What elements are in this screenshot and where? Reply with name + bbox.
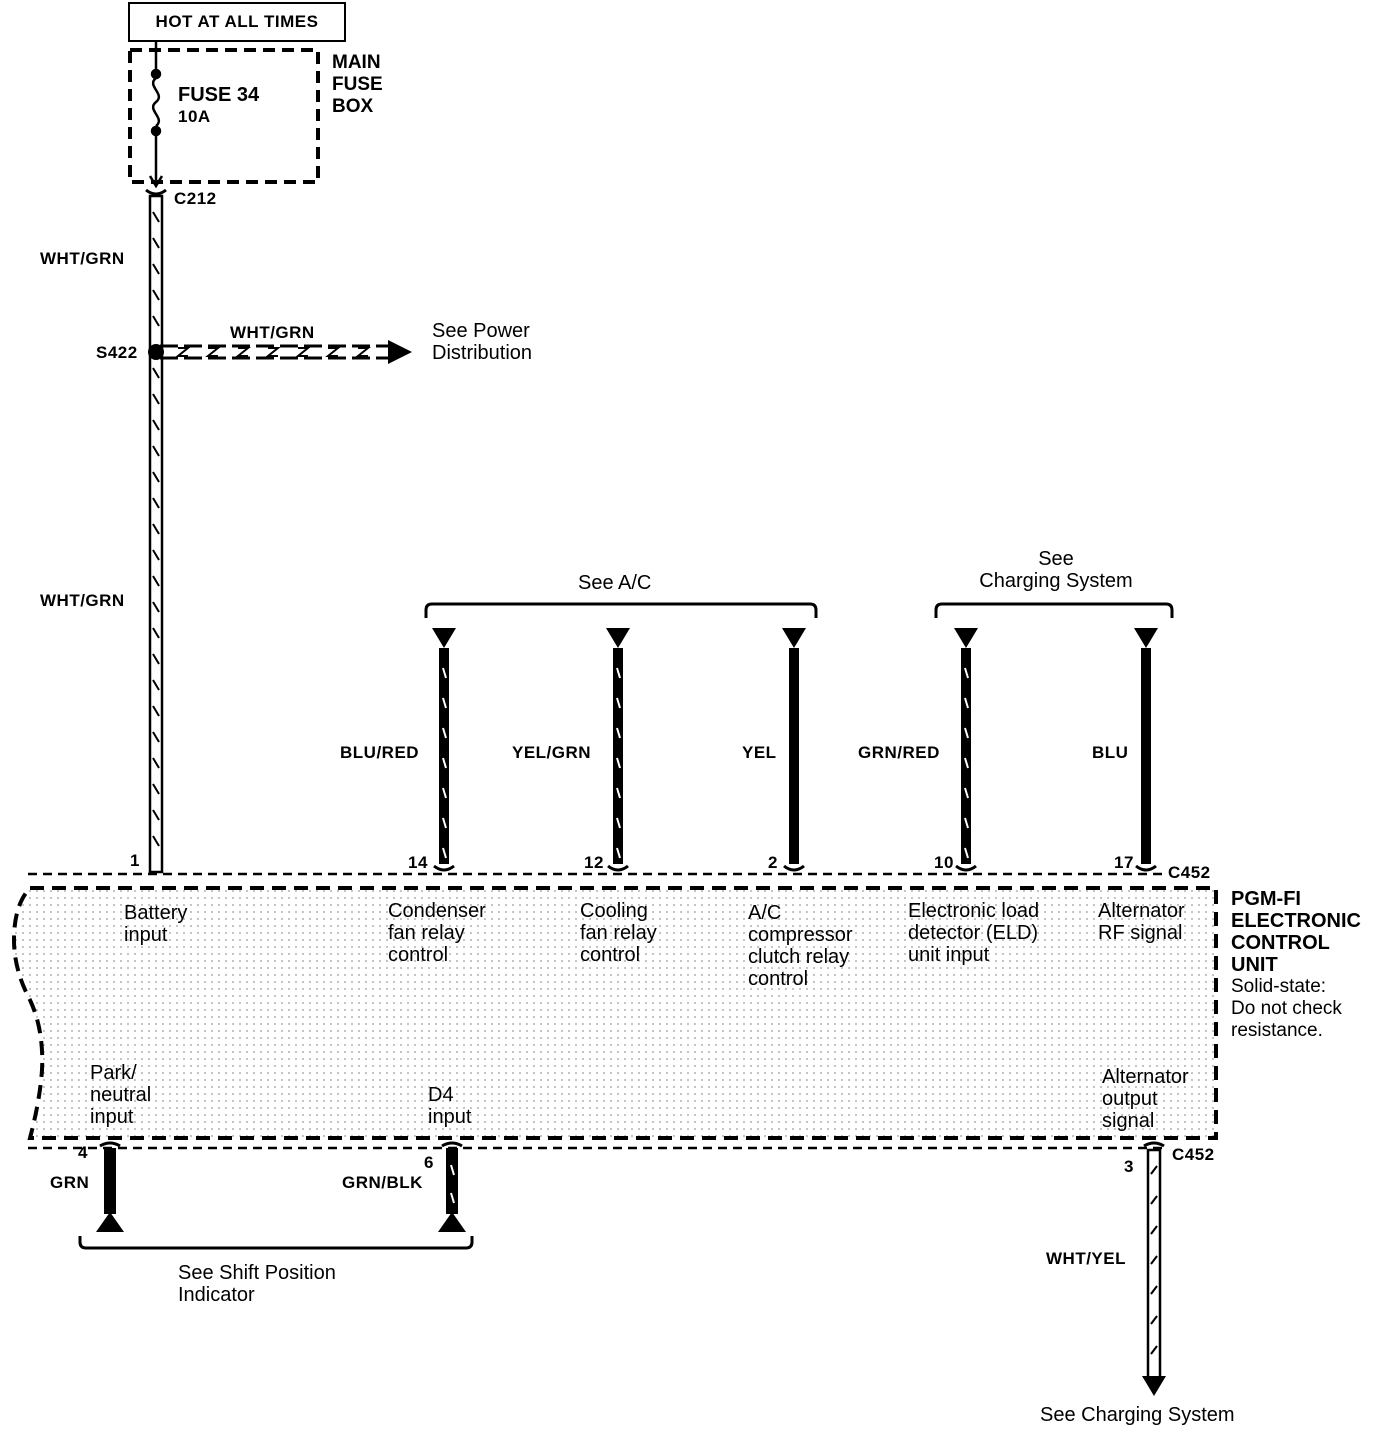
shift-group-bracket <box>78 1236 474 1250</box>
ecu-title: PGM-FI ELECTRONIC CONTROL UNIT <box>1231 888 1361 976</box>
c452-top-label: C452 <box>1168 863 1211 882</box>
main-fuse-box-outline <box>128 48 320 184</box>
function-cooling-fan-relay: Cooling fan relay control <box>580 900 657 966</box>
wire-pin-14 <box>432 628 456 872</box>
wire-color-pin-10: GRN/RED <box>858 743 940 762</box>
hot-at-all-times-label: HOT AT ALL TIMES <box>128 2 346 42</box>
wire-color-pin-12: YEL/GRN <box>512 743 592 762</box>
c212-label: C212 <box>174 189 217 208</box>
wire-color-pin-3: WHT/YEL <box>1046 1249 1126 1268</box>
ecu-body <box>11 886 1218 1140</box>
wire-color-pin-4: GRN <box>50 1173 90 1192</box>
pin-number-12: 12 <box>584 853 604 872</box>
pin-number-3: 3 <box>1124 1157 1134 1176</box>
wire-color-pin-2: YEL <box>742 743 777 762</box>
function-battery-input: Battery input <box>124 902 188 946</box>
ecu-note: Solid-state: Do not check resistance. <box>1231 976 1342 1041</box>
wire-color-pin-17: BLU <box>1092 743 1129 762</box>
wht-yel-wire-pin-3 <box>1142 1141 1166 1396</box>
pin-number-10: 10 <box>934 853 954 872</box>
ac-group-bracket <box>424 602 818 618</box>
wire-pin-12 <box>606 628 630 872</box>
function-alternator-output: Alternator output signal <box>1102 1066 1189 1132</box>
function-ac-compressor-relay: A/C compressor clutch relay control <box>748 902 853 990</box>
branch-wire-color: WHT/GRN <box>230 323 315 342</box>
function-d4-input: D4 input <box>428 1084 472 1128</box>
fuse-34-label: FUSE 34 <box>178 84 260 106</box>
wire-color-pin-14: BLU/RED <box>340 743 420 762</box>
function-eld-input: Electronic load detector (ELD) unit inpu… <box>908 900 1040 966</box>
wire-pin-10 <box>954 628 978 872</box>
s422-splice <box>148 344 164 360</box>
wire-pin-2 <box>782 628 806 872</box>
function-condenser-fan-relay: Condenser fan relay control <box>388 900 486 966</box>
s422-label: S422 <box>96 343 138 362</box>
pin-number-2: 2 <box>768 853 778 872</box>
pin-number-17: 17 <box>1114 853 1134 872</box>
power-distribution-branch-wire <box>160 340 412 364</box>
fuse-34-symbol <box>148 40 164 189</box>
see-charging-bottom-label: See Charging System <box>1040 1404 1235 1426</box>
c452-bottom-label: C452 <box>1172 1145 1215 1164</box>
pin-number-6: 6 <box>424 1153 434 1172</box>
see-ac-label: See A/C <box>578 572 652 594</box>
main-fuse-box-label: MAIN FUSE BOX <box>332 52 383 117</box>
wire-color-pin-6: GRN/BLK <box>342 1173 423 1192</box>
function-park-neutral: Park/ neutral input <box>90 1062 152 1128</box>
see-shift-position-label: See Shift Position Indicator <box>178 1262 336 1306</box>
wire-color-lower: WHT/GRN <box>40 591 125 610</box>
pin-number-4: 4 <box>78 1143 88 1162</box>
pin-number-14: 14 <box>408 853 428 872</box>
grn-blk-wire-pin-6 <box>438 1141 466 1232</box>
c212-connector <box>145 188 167 196</box>
charging-group-bracket <box>934 602 1174 618</box>
fuse-rating-label: 10A <box>178 107 211 126</box>
see-power-distribution: See Power Distribution <box>432 320 533 364</box>
wire-pin-17 <box>1134 628 1158 872</box>
function-alternator-rf: Alternator RF signal <box>1098 900 1185 944</box>
wire-color-upper: WHT/GRN <box>40 249 125 268</box>
wht-grn-supply-wire <box>148 194 164 874</box>
see-charging-top-label: See Charging System <box>979 548 1133 592</box>
pin-number-1: 1 <box>130 851 140 870</box>
grn-wire-pin-4 <box>96 1141 124 1232</box>
